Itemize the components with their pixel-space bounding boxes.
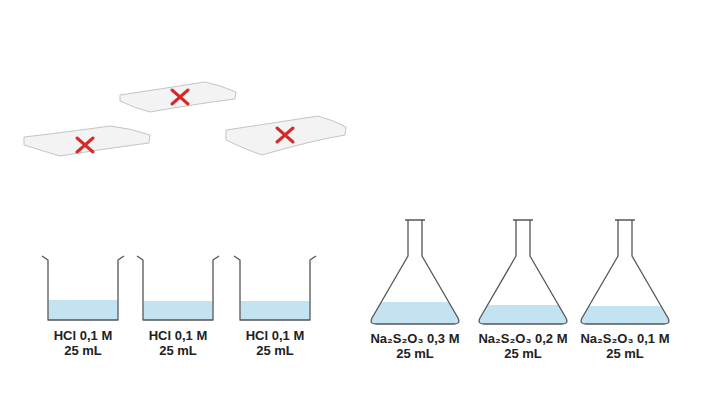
label-group: Na₂S₂O₃ 0,2 M25 mL xyxy=(473,331,573,361)
beaker-shape xyxy=(135,252,221,322)
beaker-shape xyxy=(232,252,318,322)
solution-label: HCl 0,1 M xyxy=(135,328,221,343)
label-group: HCl 0,1 M25 mL xyxy=(40,328,126,358)
volume-label: 25 mL xyxy=(135,343,221,358)
paper-sheet xyxy=(24,126,150,156)
beaker: HCl 0,1 M25 mL xyxy=(135,252,221,358)
volume-label: 25 mL xyxy=(40,343,126,358)
flask-shape xyxy=(365,218,465,328)
erlenmeyer-flask: Na₂S₂O₃ 0,1 M25 mL xyxy=(575,218,675,361)
erlenmeyer-flask: Na₂S₂O₃ 0,3 M25 mL xyxy=(365,218,465,361)
beaker: HCl 0,1 M25 mL xyxy=(40,252,126,358)
flask-shape xyxy=(473,218,573,328)
volume-label: 25 mL xyxy=(473,346,573,361)
volume-label: 25 mL xyxy=(232,343,318,358)
paper-sheet xyxy=(226,116,346,155)
solution-label: Na₂S₂O₃ 0,3 M xyxy=(365,331,465,346)
label-group: Na₂S₂O₃ 0,1 M25 mL xyxy=(575,331,675,361)
flask-shape xyxy=(575,218,675,328)
solution-label: Na₂S₂O₃ 0,2 M xyxy=(473,331,573,346)
label-group: HCl 0,1 M25 mL xyxy=(232,328,318,358)
solution-label: HCl 0,1 M xyxy=(232,328,318,343)
solution-label: HCl 0,1 M xyxy=(40,328,126,343)
erlenmeyer-flask: Na₂S₂O₃ 0,2 M25 mL xyxy=(473,218,573,361)
volume-label: 25 mL xyxy=(365,346,465,361)
label-group: HCl 0,1 M25 mL xyxy=(135,328,221,358)
beaker-shape xyxy=(40,252,126,322)
solution-label: Na₂S₂O₃ 0,1 M xyxy=(575,331,675,346)
paper-sheet xyxy=(120,82,236,112)
beaker: HCl 0,1 M25 mL xyxy=(232,252,318,358)
label-group: Na₂S₂O₃ 0,3 M25 mL xyxy=(365,331,465,361)
volume-label: 25 mL xyxy=(575,346,675,361)
